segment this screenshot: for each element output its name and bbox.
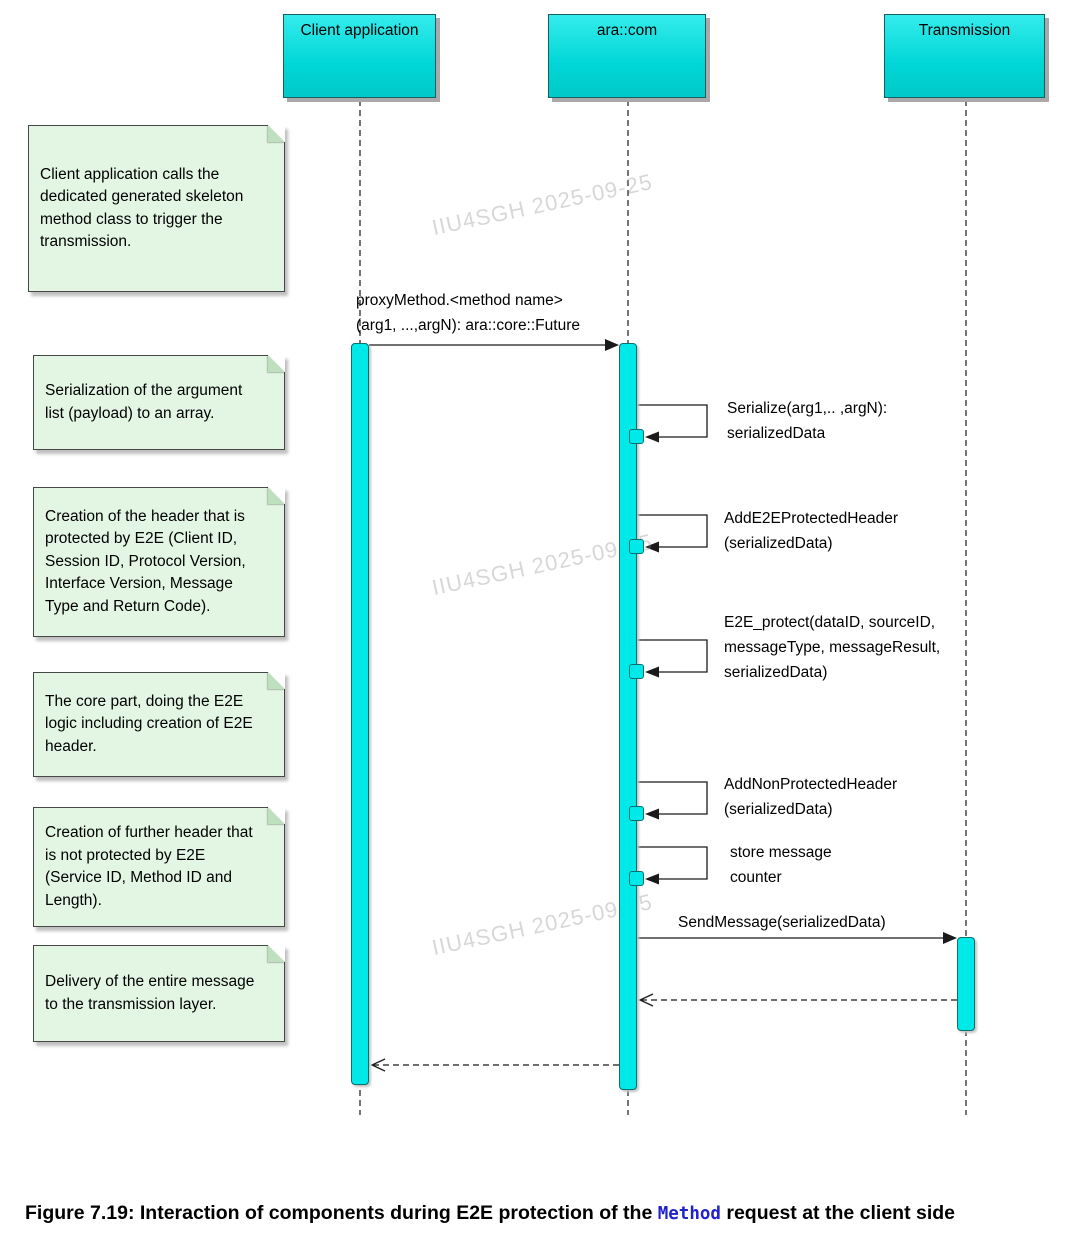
note-protected-header: Creation of the header that is protected…: [33, 487, 285, 637]
message-label-add-e2e-header: AddE2EProtectedHeader (serializedData): [724, 510, 899, 552]
message-label-serialize: Serialize(arg1,.. ,argN): serializedData: [727, 400, 888, 442]
message-label-store-counter: store message counter: [730, 844, 832, 886]
caption-suffix: request at the client side: [720, 1201, 956, 1224]
arrowhead-call: [605, 339, 619, 351]
selfcall-box-add-e2e-header: [629, 539, 644, 554]
note-serialization: Serialization of the argument list (payl…: [33, 355, 285, 450]
selfloop-serialize: [637, 404, 708, 438]
arrowhead-return-client: [370, 1058, 386, 1072]
note-text: The core part, doing the E2E logic inclu…: [45, 692, 253, 755]
note-skeleton-call: Client application calls the dedicated g…: [28, 125, 285, 292]
note-text: Serialization of the argument list (payl…: [45, 382, 243, 422]
arrowhead-add-non-protected: [645, 808, 659, 820]
activation-client: [351, 343, 369, 1085]
note-text: Client application calls the dedicated g…: [40, 165, 244, 251]
selfloop-e2e-protect: [637, 639, 708, 673]
arrowhead-add-e2e-header: [645, 541, 659, 553]
message-label-sendmessage: SendMessage(serializedData): [678, 914, 886, 931]
note-text: Delivery of the entire message to the tr…: [45, 973, 255, 1013]
note-non-protected-header: Creation of further header that is not p…: [33, 807, 285, 927]
note-text: Creation of the header that is protected…: [45, 507, 246, 615]
note-delivery: Delivery of the entire message to the tr…: [33, 945, 285, 1042]
lifeline-transmission: Transmission: [884, 14, 1045, 98]
note-core-e2e-logic: The core part, doing the E2E logic inclu…: [33, 672, 285, 777]
message-label-proxymethod-call: proxyMethod.<method name> (arg1, ...,arg…: [356, 292, 580, 334]
lifeline-ara-com: ara::com: [548, 14, 706, 98]
arrowhead-store-counter: [645, 873, 659, 885]
arrowhead-serialize: [645, 431, 659, 443]
selfcall-box-store-counter: [629, 871, 644, 886]
arrowhead-return-transmission: [638, 993, 654, 1007]
arrowhead-sendmessage: [943, 932, 957, 944]
activation-aracom: [619, 343, 637, 1090]
selfcall-box-add-non-protected: [629, 806, 644, 821]
caption-prefix: Figure 7.19: Interaction of components d…: [25, 1201, 658, 1224]
selfcall-box-e2e-protect: [629, 664, 644, 679]
selfcall-box-serialize: [629, 429, 644, 444]
caption-code-method: Method: [657, 1203, 721, 1224]
activation-transmission: [957, 937, 975, 1031]
message-label-add-non-protected: AddNonProtectedHeader (serializedData): [724, 776, 898, 818]
selfloop-add-e2e-header: [637, 514, 708, 548]
selfloop-store-counter: [637, 846, 708, 880]
selfloop-add-non-protected: [637, 781, 708, 815]
figure-caption: Figure 7.19: Interaction of components d…: [25, 1198, 1065, 1230]
message-label-e2e-protect: E2E_protect(dataID, sourceID, messageTyp…: [724, 614, 941, 681]
arrowhead-e2e-protect: [645, 666, 659, 678]
lifeline-client-application: Client application: [283, 14, 436, 98]
note-text: Creation of further header that is not p…: [45, 824, 253, 909]
